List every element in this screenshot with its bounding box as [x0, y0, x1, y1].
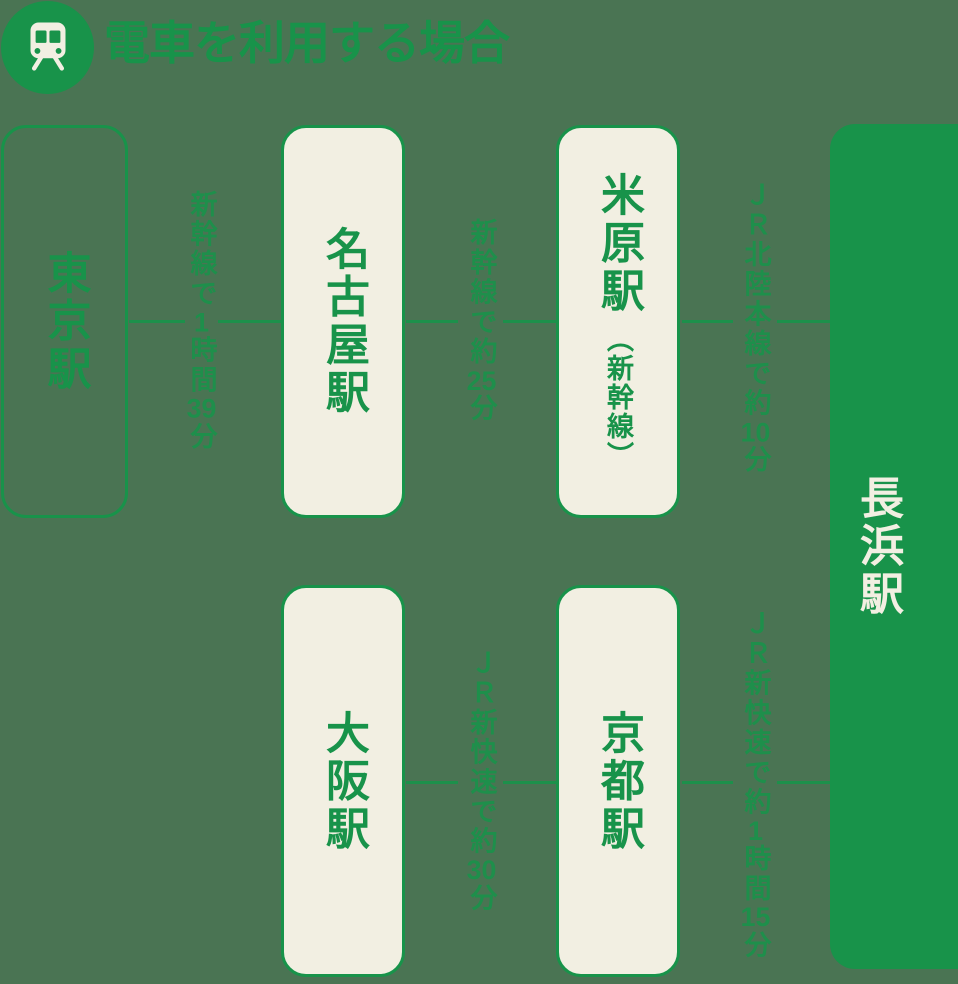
leg-line [129, 320, 185, 323]
station-label-kyoto: 京都駅 [594, 709, 643, 853]
station-box-nagahama: 長浜駅 [830, 124, 958, 969]
leg-line [682, 320, 733, 323]
leg-label-osaka-kyoto: ＪＲ新快速で約30分 [466, 648, 497, 914]
station-box-kyoto: 京都駅 [556, 585, 680, 977]
leg-label-maibara-nagahama: ＪＲ北陸本線で約10分 [740, 180, 771, 476]
leg-line [777, 320, 830, 323]
station-label-maibara: 米原駅 （新幹線） [594, 172, 643, 471]
leg-line [218, 320, 281, 323]
page-title: 電車を利用する場合 [104, 17, 510, 69]
station-note-maibara: （新幹線） [603, 324, 633, 471]
station-label-tokyo: 東京駅 [40, 250, 90, 393]
station-box-maibara: 米原駅 （新幹線） [556, 125, 680, 518]
station-label-osaka: 大阪駅 [319, 709, 368, 853]
leg-line [503, 781, 556, 784]
leg-line [682, 781, 733, 784]
leg-label-tokyo-nagoya: 新幹線で1時間39分 [186, 190, 217, 452]
leg-line [503, 320, 556, 323]
leg-line [406, 320, 458, 323]
station-label-nagoya: 名古屋駅 [319, 226, 368, 417]
station-box-tokyo: 東京駅 [1, 125, 128, 518]
leg-label-nagoya-maibara: 新幹線で約25分 [466, 218, 497, 424]
station-box-osaka: 大阪駅 [281, 585, 405, 977]
leg-line [406, 781, 458, 784]
station-label-nagahama: 長浜駅 [853, 475, 902, 618]
leg-line [777, 781, 830, 784]
train-icon [1, 1, 94, 94]
station-name-maibara: 米原駅 [594, 172, 643, 315]
leg-label-kyoto-nagahama: ＪＲ新快速で約1時間15分 [740, 609, 771, 961]
station-box-nagoya: 名古屋駅 [281, 125, 405, 518]
